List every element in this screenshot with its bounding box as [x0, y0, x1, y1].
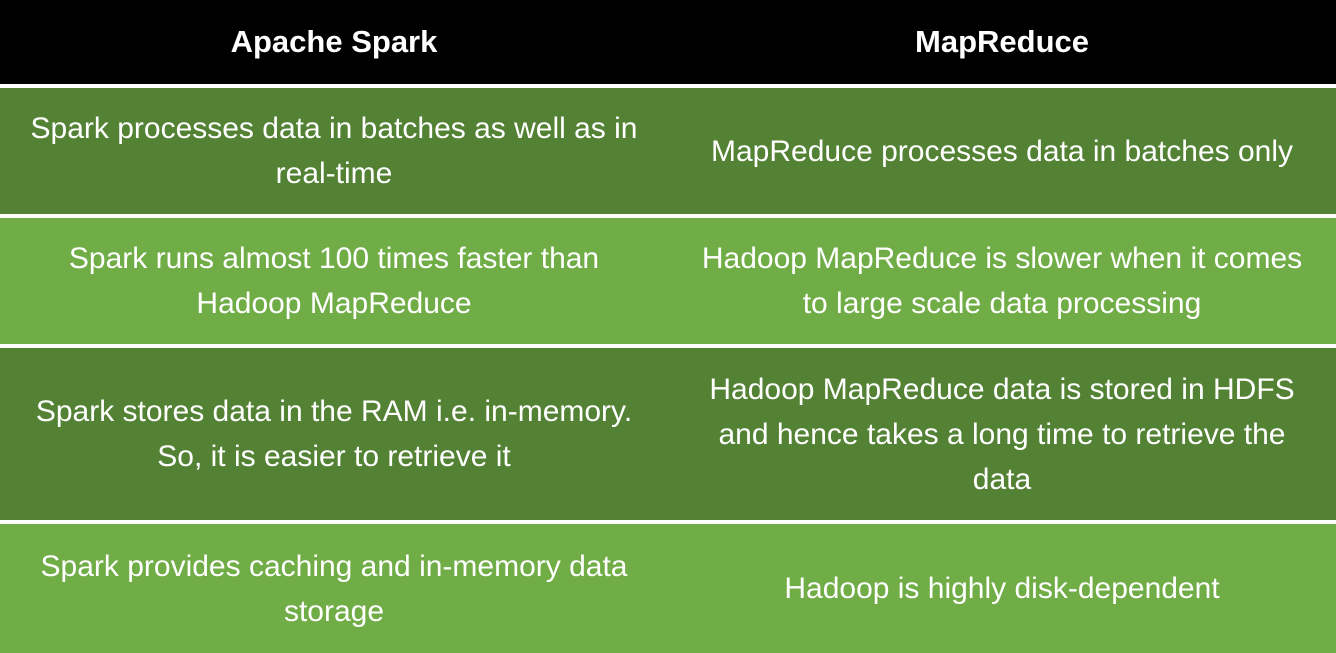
- row-divider: [0, 520, 1336, 524]
- row-divider: [0, 84, 1336, 88]
- header-mapreduce: MapReduce: [668, 0, 1336, 84]
- row-divider: [0, 214, 1336, 218]
- table-cell-mapreduce-disk: Hadoop is highly disk-dependent: [668, 524, 1336, 653]
- table-cell-mapreduce-processing: MapReduce processes data in batches only: [668, 88, 1336, 214]
- row-divider: [0, 344, 1336, 348]
- header-apache-spark: Apache Spark: [0, 0, 668, 84]
- table-cell-spark-speed: Spark runs almost 100 times faster than …: [0, 218, 668, 344]
- table-cell-mapreduce-storage: Hadoop MapReduce data is stored in HDFS …: [668, 348, 1336, 520]
- table-cell-mapreduce-speed: Hadoop MapReduce is slower when it comes…: [668, 218, 1336, 344]
- table-cell-spark-processing: Spark processes data in batches as well …: [0, 88, 668, 214]
- table-cell-spark-storage: Spark stores data in the RAM i.e. in-mem…: [0, 348, 668, 520]
- table-cell-spark-caching: Spark provides caching and in-memory dat…: [0, 524, 668, 653]
